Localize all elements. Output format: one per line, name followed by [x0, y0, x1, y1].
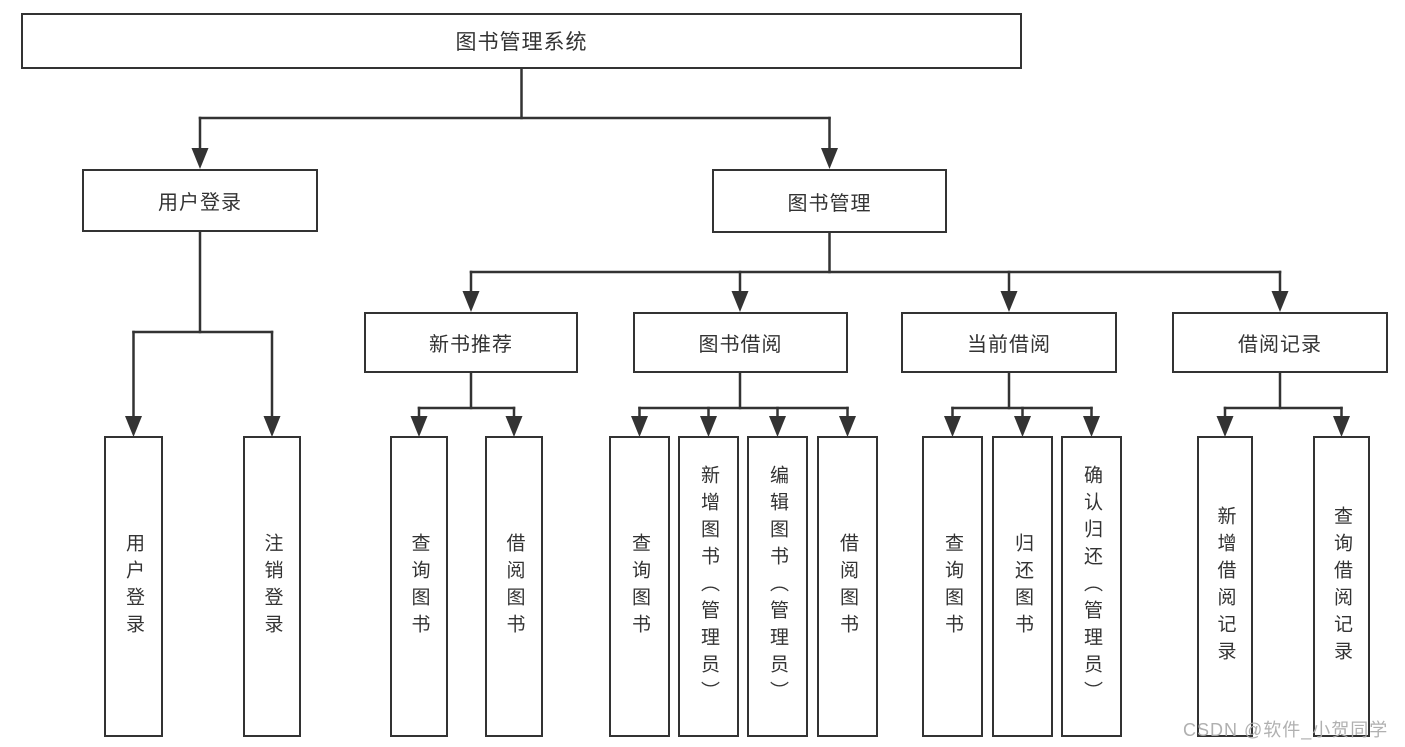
node-rec-query-books: 查询图书 [390, 436, 448, 737]
node-label: 新增借阅记录 [1214, 505, 1236, 668]
node-label: 编辑图书（管理员） [767, 465, 788, 708]
node-label: 查询图书 [942, 532, 963, 641]
node-rec-borrow-books: 借阅图书 [485, 436, 543, 737]
watermark-text: CSDN @软件_小贺同学 [1183, 720, 1389, 740]
node-current-borrowing: 当前借阅 [901, 312, 1117, 373]
node-label: 借阅图书 [503, 532, 525, 641]
node-label: 查询图书 [629, 532, 650, 641]
node-new-book-recommendation: 新书推荐 [364, 312, 578, 373]
node-book-management: 图书管理 [712, 169, 947, 233]
node-label: 用户登录 [123, 532, 144, 641]
node-cur-confirm-return-admin: 确认归还（管理员） [1061, 436, 1122, 737]
node-label: 查询借阅记录 [1331, 505, 1352, 668]
node-label: 归还图书 [1012, 532, 1033, 641]
node-bor-borrow-books: 借阅图书 [817, 436, 878, 737]
connector-user-login-children [125, 228, 281, 437]
node-bor-query-books: 查询图书 [609, 436, 670, 737]
node-rcd-query-borrow-record: 查询借阅记录 [1313, 436, 1370, 737]
node-cur-query-books: 查询图书 [922, 436, 983, 737]
node-borrowing-records: 借阅记录 [1172, 312, 1388, 373]
connector-current-borrowing-children [944, 369, 1100, 437]
connector-book-borrowing-children [631, 369, 856, 437]
node-bor-add-books-admin: 新增图书（管理员） [678, 436, 739, 737]
node-label: 注销登录 [261, 532, 283, 641]
node-bor-edit-books-admin: 编辑图书（管理员） [747, 436, 808, 737]
connector-borrowing-records-children [1216, 369, 1350, 437]
node-label: 查询图书 [408, 532, 430, 641]
node-label: 确认归还（管理员） [1081, 465, 1102, 708]
node-logout-action: 注销登录 [243, 436, 301, 737]
connector-root-to-level2 [191, 67, 838, 169]
node-label: 新增图书（管理员） [698, 465, 719, 708]
connector-book-management-children [462, 229, 1289, 312]
node-user-login: 用户登录 [82, 169, 318, 232]
node-book-borrowing: 图书借阅 [633, 312, 848, 373]
node-rcd-add-borrow-record: 新增借阅记录 [1197, 436, 1253, 737]
connector-new-book-recommendation-children [410, 369, 523, 437]
node-cur-return-books: 归还图书 [992, 436, 1053, 737]
node-library-management-system: 图书管理系统 [21, 13, 1022, 69]
node-label: 借阅图书 [837, 532, 858, 641]
node-user-login-action: 用户登录 [104, 436, 163, 737]
